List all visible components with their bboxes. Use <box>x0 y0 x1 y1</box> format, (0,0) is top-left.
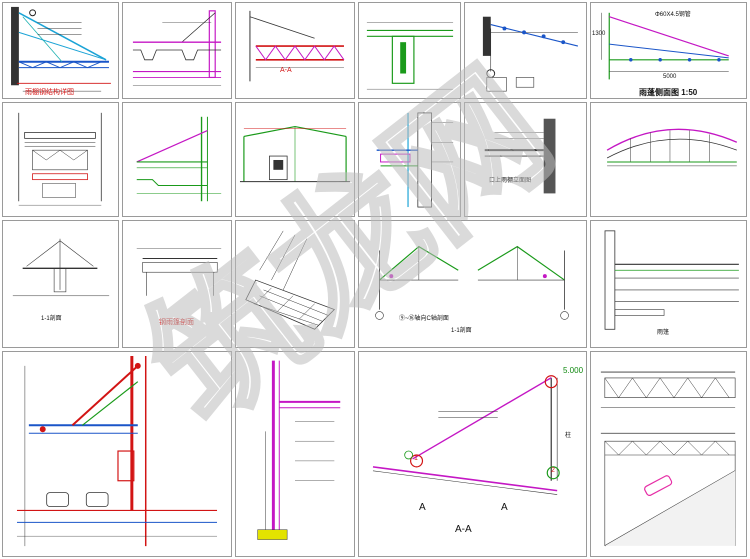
panel-axis-section-9-16: ⑨~⑯轴向C轴剖面 1-1剖面 <box>358 220 587 348</box>
panel-doorway-canopy-elevation: 口上雨棚立面图 <box>464 102 587 217</box>
caption-elevation-5000: 5.000 <box>563 366 584 375</box>
panel-cantilever-section <box>122 102 232 217</box>
entrance-canopy-drawing <box>18 112 102 206</box>
caption-truss-aa: A-A <box>280 67 292 74</box>
axis-section-drawing <box>375 245 569 320</box>
caption-pillar: 柱 <box>565 433 572 439</box>
panel-canopy-bracket-side <box>464 2 587 99</box>
panel-steel-canopy-section: 钢雨篷剖面 <box>122 220 232 348</box>
portal-frame-drawing <box>239 125 351 183</box>
doorway-canopy-drawing <box>484 118 556 194</box>
canopy-3d-drawing <box>245 230 336 330</box>
panel-truss-aa: A-A <box>235 2 355 99</box>
section-1-1-left-drawing <box>12 238 110 297</box>
canopy-steel-detail-drawing <box>11 6 111 92</box>
panel-canopy-3d <box>235 220 355 348</box>
caption-axis-range: ⑨~⑯轴向C轴剖面 <box>399 316 449 322</box>
marker-node-2: 2 <box>551 467 555 474</box>
dimension-canopy-span: 5000 <box>663 74 677 80</box>
panel-slope-canopy <box>590 351 747 557</box>
wall-connection-drawing <box>376 112 454 208</box>
truss-section-drawing <box>249 10 345 82</box>
panel-canopy-wall-section: 雨篷 <box>590 220 747 348</box>
caption-doorway-canopy-elevation: 口上雨棚立面图 <box>489 178 532 184</box>
dimension-canopy-height: 1300 <box>592 31 606 37</box>
panel-section-1-1-left: 1-1剖面 <box>2 220 119 348</box>
canopy-wall-section-drawing <box>604 230 739 330</box>
canopy-elevation-drawing <box>132 10 222 86</box>
panel-portal-frame <box>235 102 355 217</box>
section-marker-a-right: A <box>501 502 508 513</box>
panel-canopy-elevation-magenta <box>122 2 232 99</box>
panel-wall-connection <box>358 102 461 217</box>
steel-canopy-section-drawing <box>136 248 222 296</box>
caption-section-1-1-right: 1-1剖面 <box>451 328 472 334</box>
caption-steel-canopy-section: 钢雨篷剖面 <box>159 319 194 326</box>
panel-canopy-side-view: 1300 5000 Φ60X4.5钢管 雨蓬侧面图 1:50 <box>590 2 747 99</box>
panel-arched-canopy <box>590 102 747 217</box>
panel-canopy-garage-section <box>2 351 232 557</box>
caption-aa-section: A-A <box>455 524 472 535</box>
panel-canopy-steel-detail: 雨棚钢结构详图 <box>2 2 119 99</box>
aa-cable-canopy-drawing <box>372 375 560 495</box>
caption-canopy-side-view: 雨蓬侧面图 1:50 <box>639 88 698 97</box>
caption-section-1-1-left: 1-1剖面 <box>41 316 62 322</box>
panel-aa-cable-canopy: 5.000 柱 1 2 A A A-A <box>358 351 587 557</box>
canopy-garage-section-drawing <box>16 355 218 547</box>
column-detail-drawing <box>257 360 341 540</box>
canopy-side-view-drawing <box>601 12 729 80</box>
caption-canopy: 雨篷 <box>657 330 670 336</box>
arched-canopy-drawing <box>606 128 738 167</box>
marker-node-1: 1 <box>414 455 418 462</box>
panel-column-detail <box>235 351 355 557</box>
slope-canopy-drawing <box>600 371 736 547</box>
caption-canopy-steel-detail: 雨棚钢结构详图 <box>25 89 74 96</box>
section-marker-a-left: A <box>419 502 426 513</box>
cantilever-section-drawing <box>136 116 222 202</box>
note-steel-pipe: Φ60X4.5钢管 <box>655 12 691 18</box>
column-beam-elevation-drawing <box>366 22 454 90</box>
panel-column-beam-elevation <box>358 2 461 99</box>
canopy-bracket-drawing <box>482 16 579 92</box>
panel-entrance-canopy <box>2 102 119 217</box>
